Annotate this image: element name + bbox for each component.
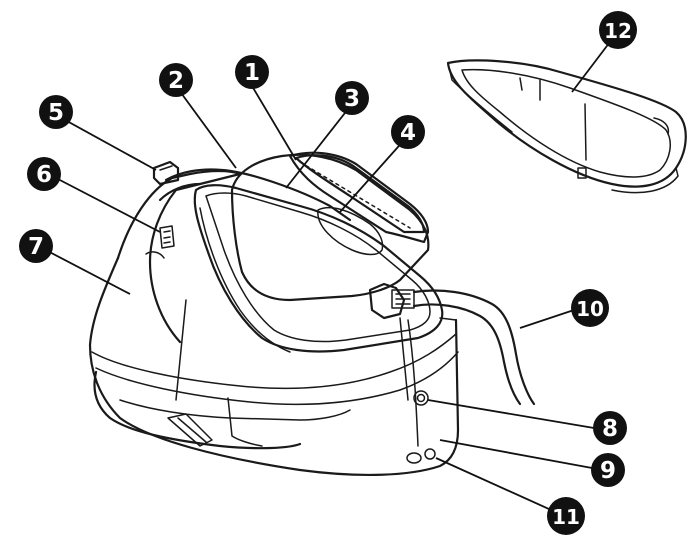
callout-label: 8 (602, 416, 618, 442)
callout-6: 6 (27, 157, 61, 191)
callout-label: 6 (36, 162, 52, 188)
callout-label: 11 (552, 505, 580, 529)
callout-8: 8 (593, 411, 627, 445)
callout-2: 2 (159, 63, 193, 97)
leader-lines (37, 33, 617, 515)
callout-4: 4 (391, 115, 425, 149)
callout-label: 3 (344, 86, 360, 112)
callout-label: 9 (600, 458, 616, 484)
callout-1: 1 (235, 55, 269, 89)
callout-label: 7 (28, 234, 44, 260)
callout-label: 12 (604, 19, 632, 43)
callout-label: 2 (168, 68, 184, 94)
callout-12: 12 (599, 11, 637, 49)
callout-10: 10 (571, 289, 609, 327)
base-station-drawing (88, 160, 460, 477)
callout-label: 10 (576, 297, 604, 321)
callout-7: 7 (19, 229, 53, 263)
callout-label: 4 (400, 120, 416, 146)
callout-5: 5 (39, 95, 73, 129)
callout-label: 1 (244, 60, 260, 86)
callout-9: 9 (591, 453, 625, 487)
callout-3: 3 (335, 81, 369, 115)
iron-drawing (193, 151, 536, 406)
callout-11: 11 (547, 497, 585, 535)
callout-label: 5 (48, 100, 64, 126)
iron-rest-drawing (446, 59, 687, 194)
